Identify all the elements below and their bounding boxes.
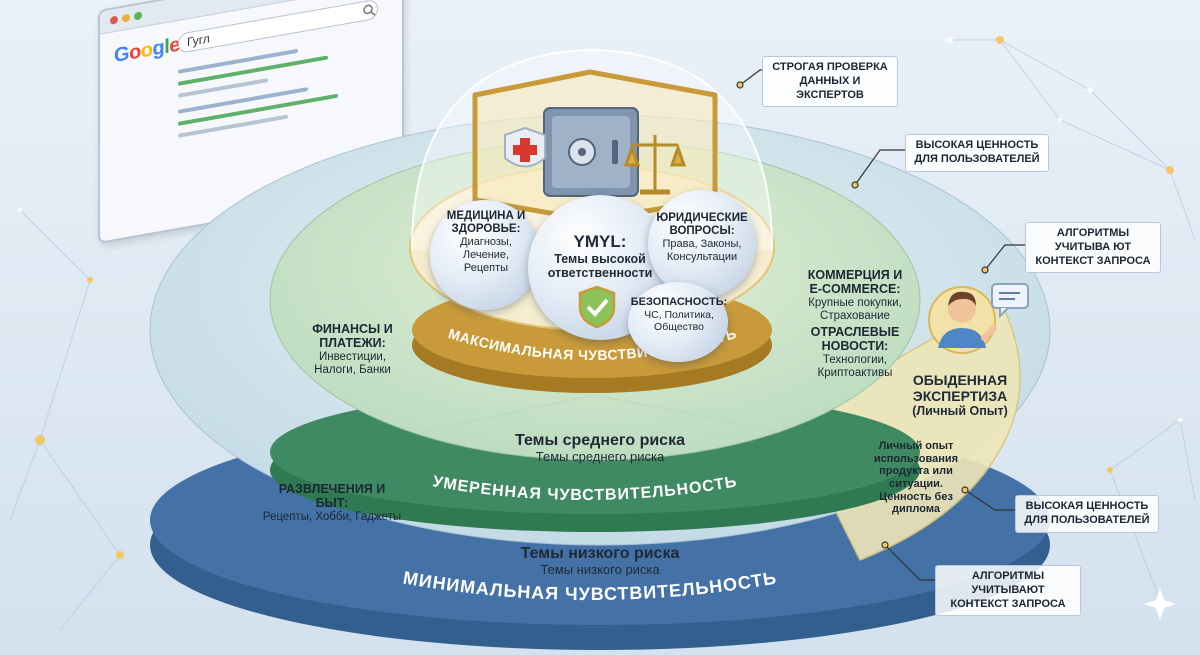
commerce-label: КОММЕРЦИЯ И E-COMMERCE: Крупные покупки,… xyxy=(807,268,903,322)
chat-bubble-icon xyxy=(991,283,1029,318)
safe-icon xyxy=(543,107,639,197)
callout-algorithms-top: АЛГОРИТМЫ УЧИТЫВА ЮТ КОНТЕКСТ ЗАПРОСА xyxy=(1025,222,1161,274)
callout-high-value-bottom: ВЫСОКАЯ ЦЕННОСТЬ ДЛЯ ПОЛЬЗОВАТЕЛЕЙ xyxy=(1015,495,1159,533)
entertainment-label: РАЗВЛЕЧЕНИЯ И БЫТ: Рецепты, Хобби, Гадже… xyxy=(262,482,402,523)
news-label: ОТРАСЛЕВЫЕ НОВОСТИ: Технологии, Криптоак… xyxy=(810,325,900,379)
min-tier-title: Темы низкого риска Темы низкого риска xyxy=(520,545,680,578)
person-avatar xyxy=(928,286,997,354)
moderate-tier-title: Темы среднего риска Темы среднего риска xyxy=(515,432,685,465)
scales-of-justice-icon xyxy=(623,135,687,195)
search-icon[interactable] xyxy=(362,2,376,18)
callout-high-value-top: ВЫСОКАЯ ЦЕННОСТЬ ДЛЯ ПОЛЬЗОВАТЕЛЕЙ xyxy=(905,134,1049,172)
browser-window: Google Гугл xyxy=(98,0,404,244)
medicine-label: МЕДИЦИНА И ЗДОРОВЬЕ: Диагнозы, Лечение, … xyxy=(446,210,526,274)
expertise-title: ОБЫДЕННАЯ ЭКСПЕРТИЗА (Личный Опыт) xyxy=(912,372,1008,419)
callout-strict-verification: СТРОГАЯ ПРОВЕРКА ДАННЫХ И ЭКСПЕРТОВ xyxy=(762,56,898,108)
safety-sphere xyxy=(628,282,728,362)
check-shield-icon xyxy=(578,285,616,329)
callout-algorithms-bottom: АЛГОРИТМЫ УЧИТЫВАЮТ КОНТЕКСТ ЗАПРОСА xyxy=(935,565,1081,617)
legal-label: ЮРИДИЧЕСКИЕ ВОПРОСЫ: Права, Законы, Конс… xyxy=(656,212,748,264)
ymyl-label: YMYL: Темы высокой ответственности xyxy=(547,232,653,280)
legal-sphere xyxy=(648,190,756,298)
finance-label: ФИНАНСЫ И ПЛАТЕЖИ: Инвестиции, Налоги, Б… xyxy=(312,322,393,376)
medical-cross-icon xyxy=(504,126,546,168)
safety-label: БЕЗОПАСНОСТЬ: ЧС, Политика, Общество xyxy=(630,296,728,333)
expertise-body: Личный опыт использования продукта или с… xyxy=(873,440,959,516)
medicine-sphere xyxy=(430,200,540,310)
